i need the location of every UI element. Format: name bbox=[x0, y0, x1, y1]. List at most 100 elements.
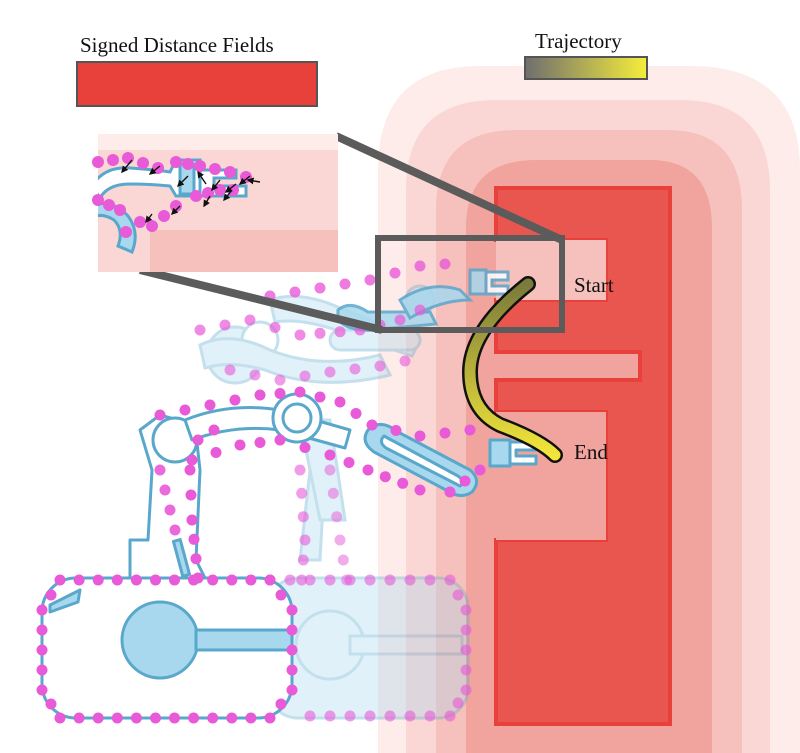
collision-point bbox=[226, 712, 238, 724]
collision-point bbox=[73, 574, 85, 586]
arrow-icon bbox=[211, 179, 221, 192]
collision-point bbox=[204, 399, 216, 411]
collision-point bbox=[452, 589, 464, 601]
collision-point bbox=[439, 258, 451, 270]
collision-point bbox=[374, 360, 386, 372]
collision-point bbox=[188, 712, 200, 724]
collision-point bbox=[275, 698, 287, 710]
collision-point bbox=[111, 574, 123, 586]
collision-point bbox=[284, 574, 296, 586]
collision-point bbox=[92, 156, 104, 168]
collision-point bbox=[314, 327, 326, 339]
collision-point bbox=[154, 464, 166, 476]
collision-point bbox=[210, 447, 222, 458]
ghost-poses bbox=[198, 284, 470, 720]
robot-wrist bbox=[488, 438, 512, 468]
collision-point bbox=[92, 574, 104, 586]
collision-point bbox=[150, 712, 161, 724]
collision-point bbox=[36, 604, 48, 616]
collision-point bbox=[208, 424, 220, 436]
zoom-connector-top bbox=[334, 132, 564, 244]
collision-point bbox=[224, 364, 236, 376]
legend: Signed Distance Fields Trajectory bbox=[76, 29, 648, 107]
legend-trajectory-label: Trajectory bbox=[535, 29, 622, 53]
collision-point bbox=[460, 684, 472, 696]
collision-point bbox=[169, 574, 180, 586]
collision-point bbox=[45, 698, 57, 710]
collision-point bbox=[364, 274, 376, 286]
collision-point bbox=[444, 574, 456, 586]
collision-point bbox=[324, 449, 336, 461]
legend-trajectory-swatch bbox=[524, 56, 648, 80]
collision-point bbox=[73, 712, 85, 724]
collision-point bbox=[164, 504, 176, 516]
trajectory-path bbox=[464, 278, 561, 461]
robot-sensor bbox=[48, 588, 82, 614]
collision-point bbox=[324, 710, 336, 722]
collision-point bbox=[45, 589, 57, 601]
collision-point bbox=[275, 589, 287, 601]
collision-point bbox=[299, 442, 311, 453]
collision-point bbox=[286, 664, 298, 676]
collision-point bbox=[364, 710, 376, 722]
collision-point bbox=[343, 457, 355, 468]
collision-point bbox=[188, 533, 200, 545]
collision-point bbox=[159, 484, 171, 496]
collision-point bbox=[158, 210, 170, 222]
arrow-icon bbox=[145, 213, 153, 224]
collision-point bbox=[444, 710, 456, 722]
collision-point bbox=[334, 396, 346, 408]
collision-point bbox=[92, 194, 104, 206]
collision-point bbox=[297, 511, 309, 523]
collision-point bbox=[334, 326, 346, 338]
legend-sdf-swatch bbox=[76, 61, 318, 107]
collision-point bbox=[459, 475, 471, 487]
start-gripper bbox=[484, 270, 510, 296]
collision-point bbox=[299, 534, 311, 546]
collision-point bbox=[344, 710, 356, 722]
collision-point bbox=[460, 604, 472, 616]
collision-point bbox=[226, 574, 238, 586]
collision-point bbox=[286, 624, 298, 636]
collision-point bbox=[394, 314, 406, 326]
collision-point bbox=[414, 430, 426, 442]
collision-point bbox=[350, 408, 362, 419]
collision-point bbox=[182, 158, 194, 170]
collision-points bbox=[36, 258, 486, 724]
collision-point bbox=[424, 574, 436, 586]
collision-point bbox=[245, 712, 257, 724]
collision-point bbox=[404, 710, 416, 722]
inset-collision-points bbox=[92, 152, 252, 238]
ghost-pose-1 bbox=[198, 320, 470, 720]
robot-elbow-inner bbox=[281, 402, 313, 434]
collision-point bbox=[414, 484, 426, 496]
collision-point bbox=[297, 554, 309, 566]
collision-point bbox=[264, 712, 276, 724]
collision-point bbox=[229, 394, 241, 406]
collision-point bbox=[384, 574, 396, 586]
collision-point bbox=[192, 434, 204, 446]
collision-point bbox=[169, 712, 180, 724]
gradient-arrows bbox=[121, 159, 261, 224]
arrow-icon bbox=[246, 177, 261, 185]
legend-sdf-label: Signed Distance Fields bbox=[80, 33, 274, 57]
collision-point bbox=[294, 329, 306, 341]
collision-point bbox=[324, 574, 336, 586]
collision-point bbox=[304, 710, 316, 722]
collision-point bbox=[54, 712, 66, 724]
zoom-connector-bottom bbox=[139, 266, 383, 334]
collision-point bbox=[286, 684, 298, 696]
collision-point bbox=[114, 204, 126, 216]
arrow-icon bbox=[177, 175, 189, 187]
collision-point bbox=[122, 152, 134, 164]
collision-point bbox=[464, 424, 476, 436]
collision-point bbox=[327, 487, 339, 499]
collision-point bbox=[324, 464, 336, 476]
collision-point bbox=[364, 574, 376, 586]
collision-point bbox=[54, 574, 66, 586]
collision-point bbox=[219, 319, 231, 331]
collision-point bbox=[379, 471, 391, 483]
zoom-inset bbox=[98, 134, 338, 272]
collision-point bbox=[207, 712, 219, 724]
collision-point bbox=[274, 374, 286, 386]
